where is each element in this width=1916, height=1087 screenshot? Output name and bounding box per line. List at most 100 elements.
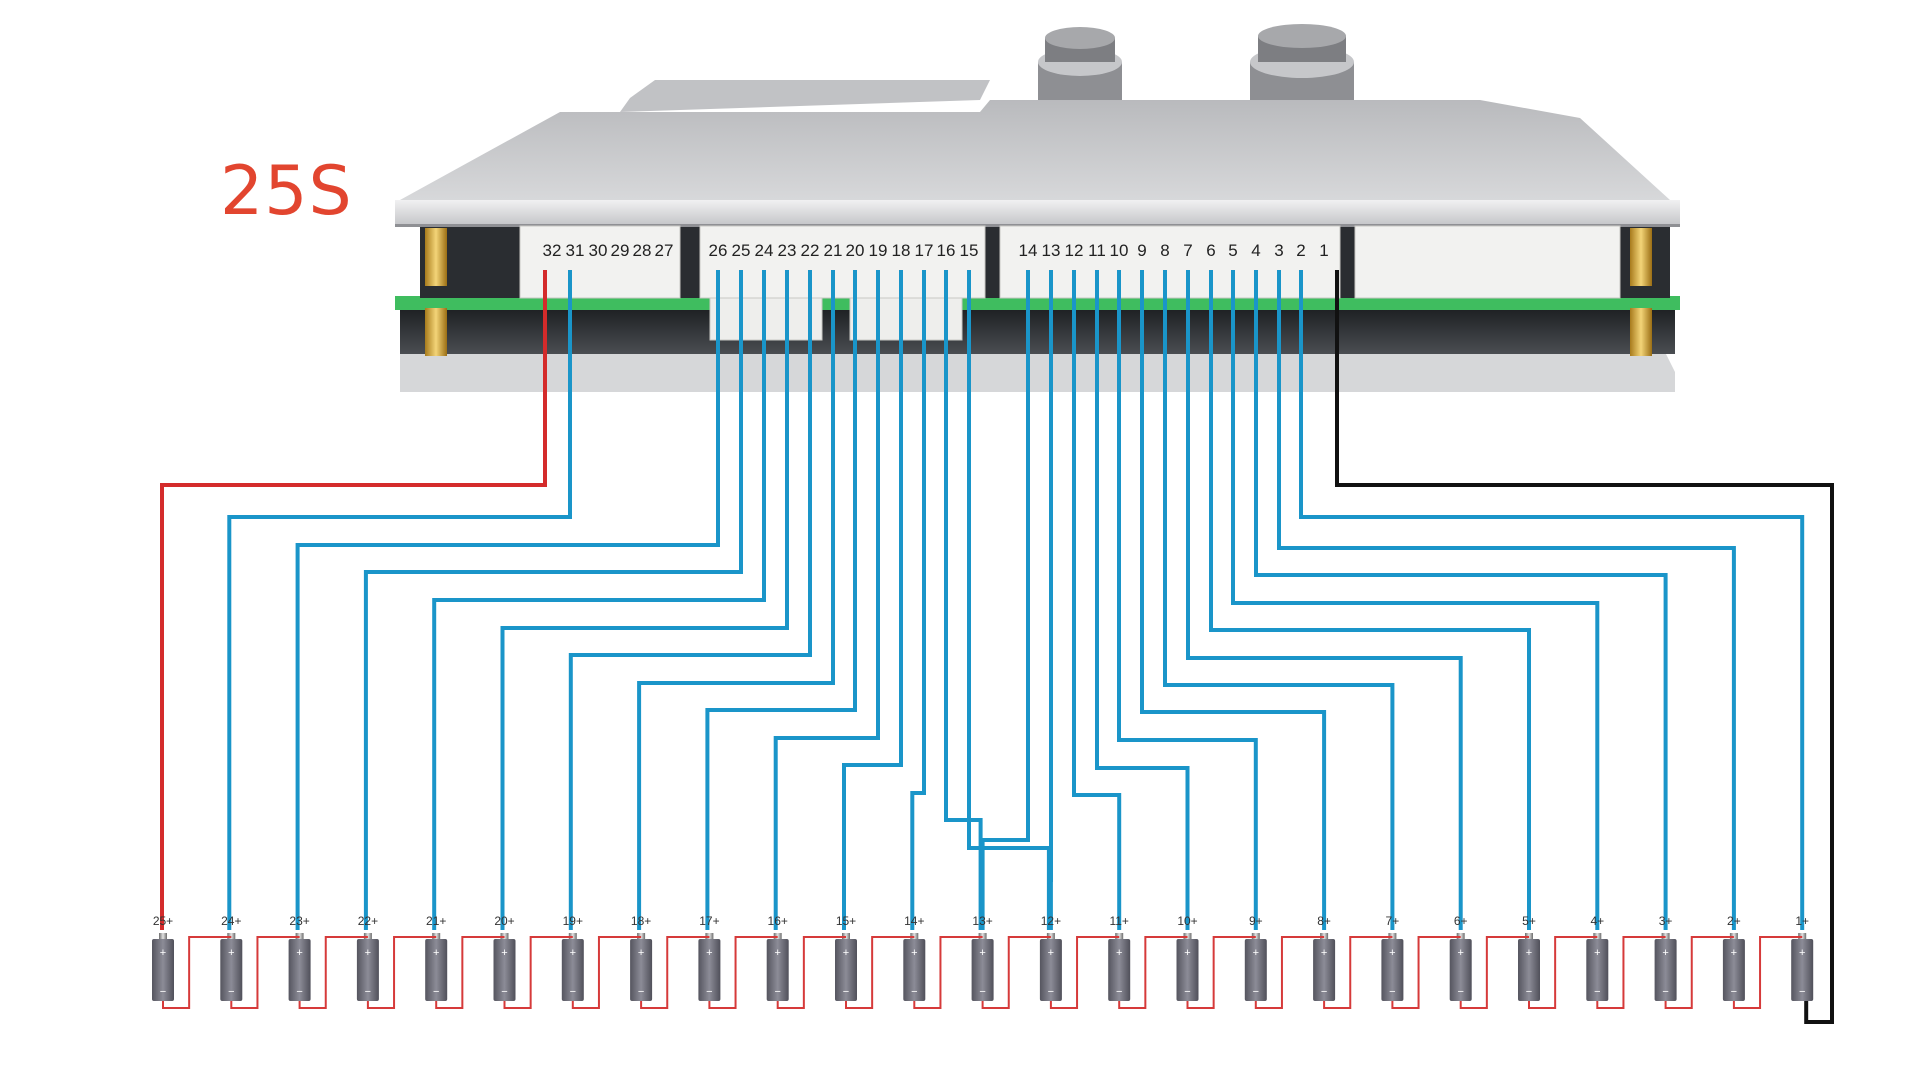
top-plate bbox=[400, 100, 1670, 200]
cell: 17++− bbox=[698, 914, 720, 1001]
cell-plus-sign: + bbox=[1389, 947, 1395, 959]
cell-plus-sign: + bbox=[843, 947, 849, 959]
cell: 14+ + − bbox=[903, 914, 925, 1001]
cell: 2++− bbox=[1723, 914, 1745, 1001]
pin-label-31: 31 bbox=[566, 241, 585, 260]
cell: 25+ + − bbox=[152, 914, 174, 1001]
cell: 8++− bbox=[1313, 914, 1335, 1001]
cell-plus-sign: + bbox=[501, 947, 507, 959]
pin-label-23: 23 bbox=[778, 241, 797, 260]
pin-label-6: 6 bbox=[1206, 241, 1215, 260]
cell-label-8+: 8+ bbox=[1317, 914, 1331, 928]
cell-plus-sign: + bbox=[911, 947, 917, 959]
pin-label-11: 11 bbox=[1088, 241, 1106, 260]
cell: 12++− bbox=[1040, 914, 1062, 1001]
cell-label-25+: 25+ bbox=[153, 914, 173, 928]
top-plate-rear bbox=[620, 80, 990, 112]
pin-label-17: 17 bbox=[915, 241, 934, 260]
cell: 3++− bbox=[1655, 914, 1677, 1001]
cell: 23++− bbox=[289, 914, 311, 1001]
cell-minus-sign: − bbox=[774, 986, 780, 998]
cell-plus-sign: + bbox=[1662, 947, 1668, 959]
cell-plus-sign: + bbox=[1457, 947, 1463, 959]
cell: 22++− bbox=[357, 914, 379, 1001]
cell: 20++− bbox=[494, 914, 516, 1001]
cell-minus-sign: − bbox=[1594, 986, 1600, 998]
pin-label-32: 32 bbox=[543, 241, 562, 260]
cell-minus-sign: − bbox=[1048, 986, 1054, 998]
cell-plus-sign: + bbox=[1184, 947, 1190, 959]
pin-label-8: 8 bbox=[1160, 241, 1169, 260]
cell-minus-sign: − bbox=[706, 986, 712, 998]
cell: 11+ + − bbox=[1108, 914, 1130, 1001]
top-plate-edge bbox=[395, 200, 1680, 226]
pin-label-20: 20 bbox=[846, 241, 865, 260]
cell: 1++− bbox=[1791, 914, 1813, 1001]
cell-minus-sign: − bbox=[228, 986, 234, 998]
cell-plus-sign: + bbox=[160, 947, 166, 959]
cell-minus-sign: − bbox=[1389, 986, 1395, 998]
cell-label-23+: 23+ bbox=[289, 914, 309, 928]
cell-plus-sign: + bbox=[228, 947, 234, 959]
cell-label-2+: 2+ bbox=[1727, 914, 1741, 928]
cell-minus-sign: − bbox=[911, 986, 917, 998]
cell-plus-sign: + bbox=[1116, 947, 1122, 959]
standoff-right-top bbox=[1630, 228, 1652, 286]
cell-label-14+: 14+ bbox=[904, 914, 924, 928]
cell: 18++− bbox=[630, 914, 652, 1001]
cell-plus-sign: + bbox=[1048, 947, 1054, 959]
cell-plus-sign: + bbox=[774, 947, 780, 959]
cell: 5++− bbox=[1518, 914, 1540, 1001]
pin-label-19: 19 bbox=[869, 241, 888, 260]
bolt-left bbox=[1038, 27, 1122, 100]
cell-minus-sign: − bbox=[1731, 986, 1737, 998]
cell-minus-sign: − bbox=[1116, 986, 1122, 998]
pin-label-3: 3 bbox=[1274, 241, 1283, 260]
cell-label-9+: 9+ bbox=[1249, 914, 1263, 928]
cell: 9++− bbox=[1245, 914, 1267, 1001]
pin-label-27: 27 bbox=[655, 241, 674, 260]
cell-label-21+: 21+ bbox=[426, 914, 446, 928]
cell-label-18+: 18+ bbox=[631, 914, 651, 928]
cell-label-15+: 15+ bbox=[836, 914, 856, 928]
cell-minus-sign: − bbox=[1321, 986, 1327, 998]
cell-plus-sign: + bbox=[1526, 947, 1532, 959]
cell: 21+ + − bbox=[425, 914, 447, 1001]
standoff-left-bottom bbox=[425, 308, 447, 356]
pin-label-22: 22 bbox=[801, 241, 820, 260]
cell-label-7+: 7+ bbox=[1386, 914, 1400, 928]
pin-label-25: 25 bbox=[732, 241, 751, 260]
cell-label-17+: 17+ bbox=[699, 914, 719, 928]
cell-label-22+: 22+ bbox=[358, 914, 378, 928]
cell: 15++− bbox=[835, 914, 857, 1001]
pin-label-15: 15 bbox=[960, 241, 979, 260]
connector-spare bbox=[1355, 226, 1620, 298]
cell-label-3+: 3+ bbox=[1659, 914, 1673, 928]
cell: 6++− bbox=[1450, 914, 1472, 1001]
cell: 19++− bbox=[562, 914, 584, 1001]
cell-minus-sign: − bbox=[1799, 986, 1805, 998]
pin-label-2: 2 bbox=[1296, 241, 1305, 260]
cell-plus-sign: + bbox=[433, 947, 439, 959]
cell-plus-sign: + bbox=[979, 947, 985, 959]
cell-label-5+: 5+ bbox=[1522, 914, 1536, 928]
pin-label-5: 5 bbox=[1228, 241, 1237, 260]
cell-label-24+: 24+ bbox=[221, 914, 241, 928]
pin-label-26: 26 bbox=[709, 241, 728, 260]
cell-minus-sign: − bbox=[570, 986, 576, 998]
cell-minus-sign: − bbox=[638, 986, 644, 998]
pin-label-18: 18 bbox=[892, 241, 911, 260]
pin-label-7: 7 bbox=[1183, 241, 1192, 260]
cell-minus-sign: − bbox=[365, 986, 371, 998]
cell-plus-sign: + bbox=[1594, 947, 1600, 959]
bottom-plate bbox=[400, 352, 1675, 392]
cell-label-11+: 11+ bbox=[1109, 914, 1128, 928]
cell: 4++− bbox=[1586, 914, 1608, 1001]
cell-minus-sign: − bbox=[160, 986, 166, 998]
standoff-left-top bbox=[425, 228, 447, 286]
cell-minus-sign: − bbox=[1184, 986, 1190, 998]
cell-label-16+: 16+ bbox=[768, 914, 788, 928]
cell-minus-sign: − bbox=[433, 986, 439, 998]
